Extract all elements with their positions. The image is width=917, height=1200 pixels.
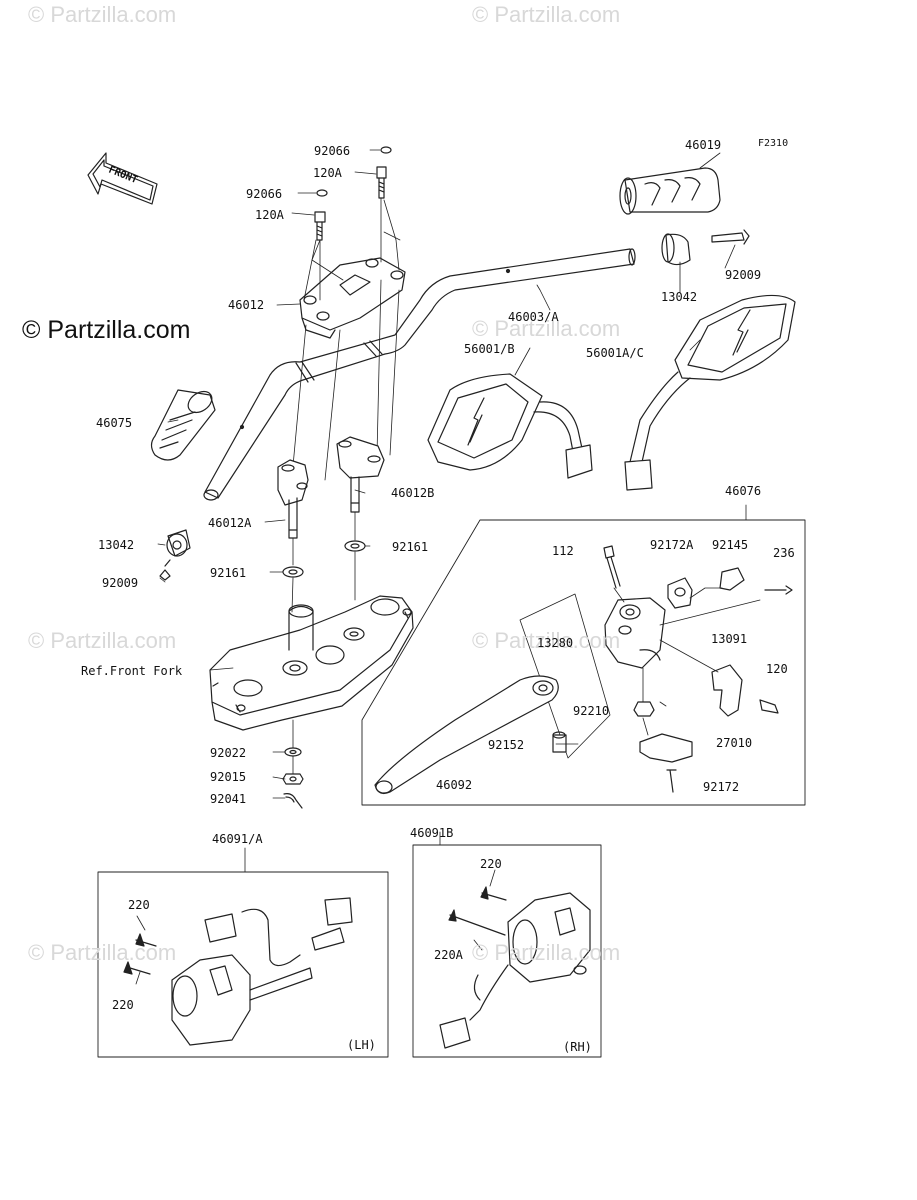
clamp-13091 bbox=[711, 664, 743, 717]
watermark: © Partzilla.com bbox=[28, 940, 177, 965]
part-label: Ref.Front Fork bbox=[81, 664, 183, 678]
part-label: 236 bbox=[773, 546, 795, 560]
bolt-120a-left bbox=[314, 211, 326, 241]
part-label: 220A bbox=[434, 948, 463, 962]
part-label: 92066 bbox=[246, 187, 283, 201]
part-label: 46091B bbox=[410, 826, 454, 840]
part-label: 120 bbox=[766, 662, 788, 676]
clutch-lever bbox=[374, 675, 559, 795]
lh-switch-housing bbox=[171, 897, 353, 1046]
part-label: 56001/B bbox=[464, 342, 515, 356]
nut-92210 bbox=[633, 701, 655, 717]
bracket-92145 bbox=[719, 567, 745, 591]
part-label: (LH) bbox=[347, 1038, 376, 1052]
bar-end-screw-left bbox=[159, 559, 171, 581]
handlebar-holder-upper bbox=[299, 257, 406, 339]
lh-switch-box bbox=[97, 871, 389, 1058]
bar-end-weight-left bbox=[167, 529, 191, 557]
washer-92022 bbox=[284, 747, 302, 757]
watermark: © Partzilla.com bbox=[28, 628, 177, 653]
clutch-switch-27010 bbox=[639, 733, 693, 763]
screw-92172 bbox=[666, 769, 677, 793]
part-label: 92041 bbox=[210, 792, 247, 806]
handlebar-holder-lower-b bbox=[336, 436, 385, 513]
part-label: 46075 bbox=[96, 416, 133, 430]
part-label: 46091/A bbox=[212, 832, 263, 846]
bar-end-screw-right bbox=[711, 229, 750, 245]
watermark: © Partzilla.com bbox=[472, 940, 621, 965]
part-label: 46012A bbox=[208, 516, 252, 530]
part-label: 220 bbox=[128, 898, 150, 912]
washer-92161-a bbox=[282, 566, 304, 578]
part-label: 92145 bbox=[712, 538, 749, 552]
lever-holder bbox=[604, 597, 666, 669]
mirror-left bbox=[427, 373, 593, 479]
part-label: 92172A bbox=[650, 538, 694, 552]
watermark: © Partzilla.com bbox=[472, 316, 621, 341]
mirror-right bbox=[624, 294, 796, 491]
part-label: 56001A/C bbox=[586, 346, 644, 360]
part-label: 92172 bbox=[703, 780, 740, 794]
part-label: 27010 bbox=[716, 736, 753, 750]
left-grip bbox=[150, 389, 216, 461]
watermark: © Partzilla.com bbox=[472, 628, 621, 653]
partzilla-logo: © Partzilla.com bbox=[22, 316, 191, 344]
part-label: 46019 bbox=[685, 138, 722, 152]
pin-92152 bbox=[552, 734, 567, 753]
part-label: 46076 bbox=[725, 484, 762, 498]
front-arrow-icon bbox=[87, 152, 158, 205]
part-label: 92009 bbox=[102, 576, 139, 590]
part-label: 220 bbox=[480, 857, 502, 871]
part-label: 13042 bbox=[98, 538, 135, 552]
part-label: 13091 bbox=[711, 632, 748, 646]
part-label: 46092 bbox=[436, 778, 473, 792]
part-label: 92009 bbox=[725, 268, 762, 282]
part-label: 120A bbox=[255, 208, 284, 222]
cotter-pin-92041 bbox=[283, 793, 303, 809]
rh-switch-box bbox=[412, 844, 602, 1058]
part-label: 92161 bbox=[392, 540, 429, 554]
part-label: 92015 bbox=[210, 770, 247, 784]
washer-92066-b bbox=[316, 189, 328, 197]
part-label: 92210 bbox=[573, 704, 610, 718]
part-label: 92066 bbox=[314, 144, 351, 158]
part-label: 112 bbox=[552, 544, 574, 558]
nut-92015 bbox=[282, 773, 304, 785]
part-label: 92161 bbox=[210, 566, 247, 580]
handlebar-holder-lower-a bbox=[277, 459, 309, 539]
figure-code: F2310 bbox=[758, 138, 789, 149]
rh-switch-housing bbox=[439, 892, 591, 1049]
part-label: 46003/A bbox=[508, 310, 559, 324]
part-label: 13042 bbox=[661, 290, 698, 304]
part-label: 46012 bbox=[228, 298, 265, 312]
bolt-120 bbox=[759, 699, 779, 714]
rh-screws bbox=[449, 892, 507, 936]
part-label: 120A bbox=[313, 166, 342, 180]
washer-92066-a bbox=[380, 146, 392, 154]
watermark: © Partzilla.com bbox=[28, 2, 177, 27]
bar-end-weight-right bbox=[665, 233, 691, 266]
adjuster-92172a bbox=[667, 577, 693, 609]
handlebar-tube bbox=[203, 248, 636, 501]
watermark: © Partzilla.com bbox=[472, 2, 621, 27]
clutch-assembly-box bbox=[361, 519, 806, 806]
part-label: 13280 bbox=[537, 636, 574, 650]
screw-236 bbox=[764, 585, 793, 595]
part-label: 92022 bbox=[210, 746, 247, 760]
washer-92161-b bbox=[344, 540, 366, 552]
steering-stem-clamp bbox=[209, 595, 414, 731]
bolt-120a-right bbox=[376, 166, 387, 199]
bolt-112 bbox=[603, 545, 615, 559]
part-label: (RH) bbox=[563, 1040, 592, 1054]
part-label: 92152 bbox=[488, 738, 525, 752]
part-label: 46012B bbox=[391, 486, 435, 500]
throttle-grip bbox=[619, 167, 721, 215]
part-label: 220 bbox=[112, 998, 134, 1012]
